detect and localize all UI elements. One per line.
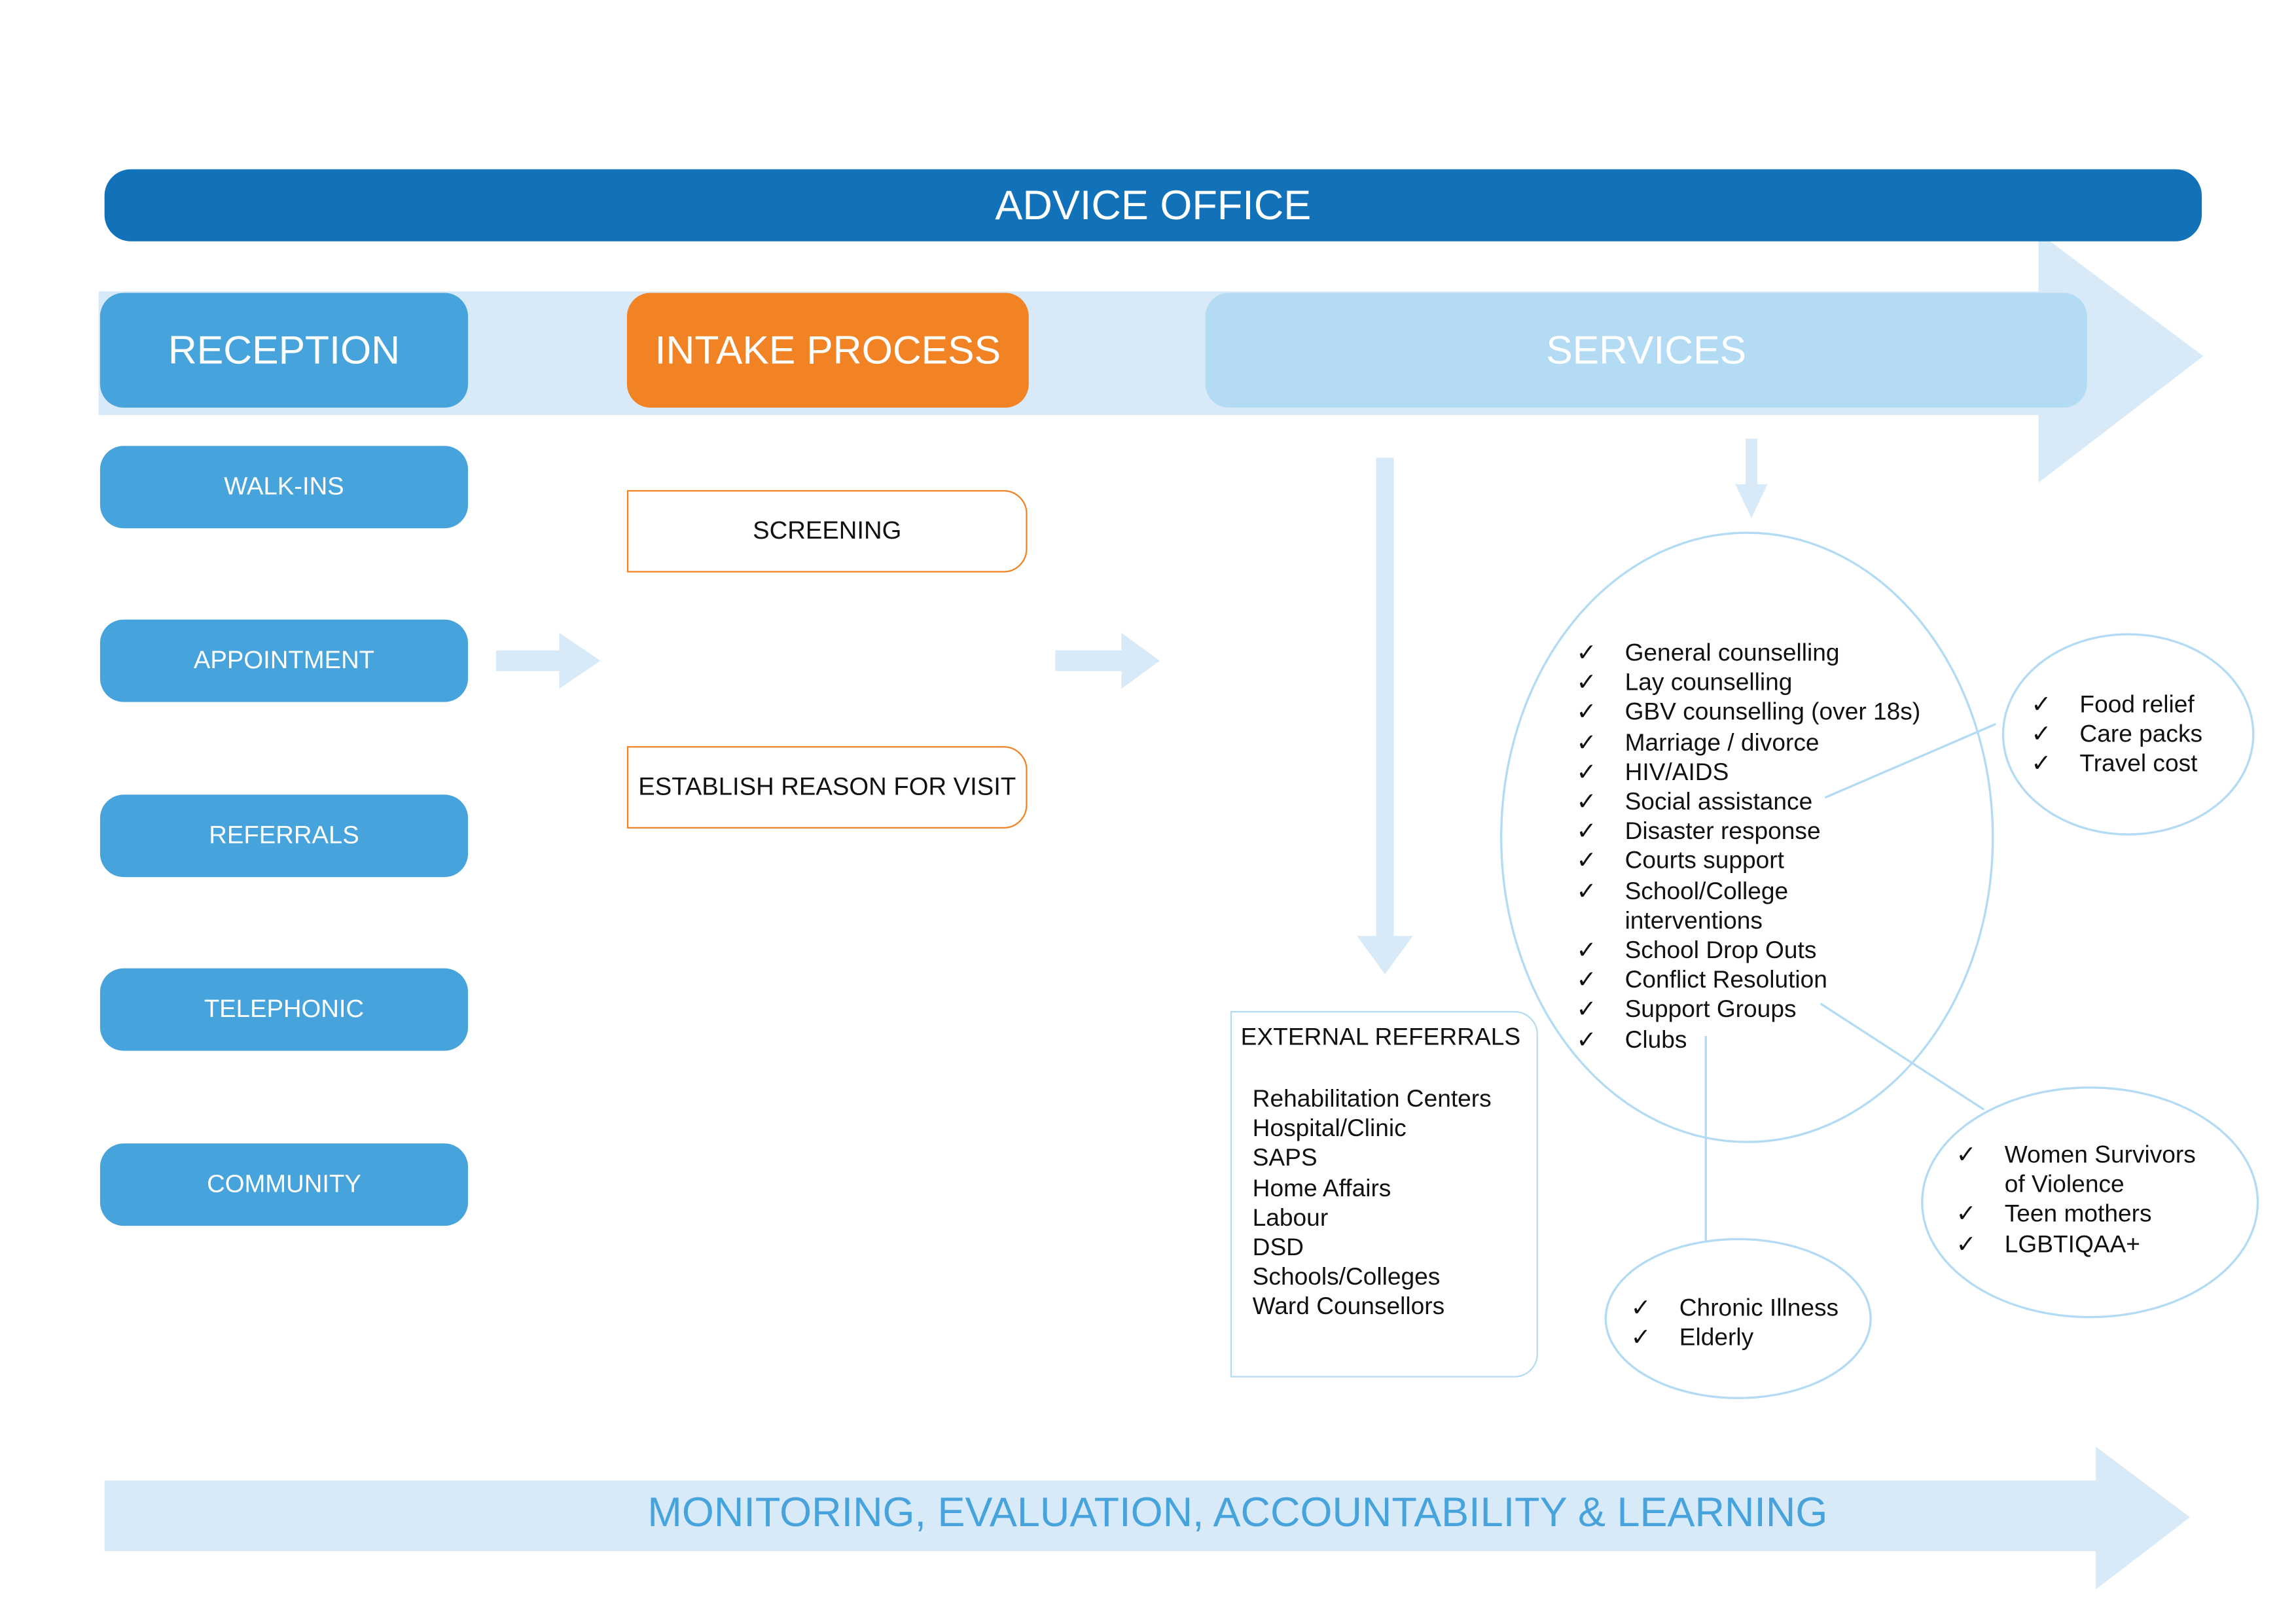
list-item: ✓Care packs — [2031, 720, 2202, 749]
clubs-list: ✓Chronic Illness ✓Elderly — [1631, 1294, 1839, 1353]
service-item: ✓Disaster response — [1576, 817, 1920, 847]
check-icon: ✓ — [1576, 878, 1597, 905]
source-telephonic[interactable]: TELEPHONIC — [99, 968, 469, 1051]
service-item: ✓Social assistance — [1576, 787, 1920, 817]
check-icon: ✓ — [1576, 700, 1597, 726]
check-icon: ✓ — [1576, 789, 1597, 815]
meal-title: MONITORING, EVALUATION, ACCOUNTABILITY &… — [647, 1489, 1828, 1535]
advice-office-header: ADVICE OFFICE — [104, 169, 2202, 241]
clubs-circle — [1604, 1238, 1872, 1399]
check-icon: ✓ — [1576, 758, 1597, 786]
advice-office-title: ADVICE OFFICE — [995, 181, 1312, 228]
check-icon: ✓ — [1576, 848, 1597, 875]
check-icon: ✓ — [1576, 640, 1597, 667]
intake-step-establish-reason[interactable]: ESTABLISH REASON FOR VISIT — [626, 746, 1028, 829]
referral-item: DSD — [1252, 1234, 1304, 1262]
referral-item: Hospital/Clinic — [1252, 1115, 1407, 1143]
stage-intake-label: INTAKE PROCESS — [655, 327, 1001, 372]
service-item: ✓Lay counselling — [1576, 668, 1920, 698]
external-referrals-list: Rehabilitation Centers Hospital/Clinic S… — [1253, 1084, 1492, 1322]
referral-item: Home Affairs — [1252, 1175, 1391, 1202]
list-item: ✓Travel cost — [2031, 750, 2202, 779]
stage-reception-label: RECEPTION — [168, 327, 401, 372]
stage-reception[interactable]: RECEPTION — [99, 293, 469, 408]
list-item: ✓Teen mothers — [1956, 1200, 2196, 1230]
check-icon: ✓ — [1576, 937, 1597, 964]
check-icon: ✓ — [1956, 1141, 1977, 1169]
referral-item: Labour — [1252, 1205, 1329, 1232]
reception-to-intake-arrow — [495, 632, 601, 689]
check-icon: ✓ — [1576, 818, 1597, 846]
services-ellipse — [1499, 531, 1994, 1143]
source-appointment[interactable]: APPOINTMENT — [99, 619, 469, 702]
service-item: ✓General counselling — [1576, 639, 1920, 668]
services-list: ✓General counselling ✓Lay counselling ✓G… — [1576, 639, 1920, 1055]
check-icon: ✓ — [1956, 1201, 1977, 1228]
source-label: COMMUNITY — [207, 1169, 361, 1198]
service-item: ✓HIV/AIDS — [1576, 758, 1920, 787]
service-item: ✓Courts support — [1576, 847, 1920, 876]
check-icon: ✓ — [2031, 721, 2052, 748]
connector-support-groups — [1820, 1003, 1985, 1111]
source-referrals[interactable]: REFERRALS — [99, 794, 469, 878]
service-item: ✓Conflict Resolution — [1576, 966, 1920, 995]
connector-social-assistance — [1824, 722, 1996, 799]
service-item: ✓School/College — [1576, 876, 1920, 906]
meal-arrow — [104, 1446, 2191, 1590]
list-item: ✓Food relief — [2031, 690, 2202, 720]
list-item: ✓Elderly — [1631, 1323, 1839, 1353]
stage-intake-process[interactable]: INTAKE PROCESS — [626, 293, 1029, 408]
service-item: ✓Support Groups — [1576, 995, 1920, 1025]
source-walk-ins[interactable]: WALK-INS — [99, 446, 469, 529]
intake-to-services-arrow — [1055, 632, 1160, 689]
social-assistance-circle — [2001, 633, 2255, 836]
external-referrals-box — [1230, 1010, 1538, 1378]
list-item: ✓LGBTIQAA+ — [1956, 1230, 2196, 1259]
service-item: ✓Marriage / divorce — [1576, 728, 1920, 757]
list-item-continuation: of Violence — [2004, 1171, 2125, 1198]
list-item: ✓Chronic Illness — [1631, 1294, 1839, 1323]
source-label: REFERRALS — [209, 821, 359, 849]
source-community[interactable]: COMMUNITY — [99, 1143, 469, 1226]
check-icon: ✓ — [1576, 729, 1597, 756]
check-icon: ✓ — [2031, 691, 2052, 719]
support-groups-circle — [1921, 1086, 2259, 1319]
social-assistance-list: ✓Food relief ✓Care packs ✓Travel cost — [2031, 690, 2202, 779]
intake-step-label: SCREENING — [753, 516, 902, 545]
source-label: APPOINTMENT — [193, 646, 375, 674]
service-item: ✓GBV counselling (over 18s) — [1576, 698, 1920, 728]
referral-item: Schools/Colleges — [1252, 1264, 1441, 1291]
check-icon: ✓ — [1576, 669, 1597, 697]
check-icon: ✓ — [1576, 967, 1597, 994]
intake-step-screening[interactable]: SCREENING — [626, 490, 1028, 573]
check-icon: ✓ — [1576, 1026, 1597, 1054]
stage-services[interactable]: SERVICES — [1205, 293, 2087, 408]
referral-item: Ward Counsellors — [1252, 1294, 1445, 1321]
check-icon: ✓ — [1630, 1325, 1651, 1351]
stage-services-label: SERVICES — [1546, 327, 1747, 372]
source-label: TELEPHONIC — [204, 995, 365, 1023]
service-item: ✓School Drop Outs — [1576, 936, 1920, 965]
list-item: ✓Women Survivors — [1956, 1141, 2196, 1170]
support-groups-list: ✓Women Survivors of Violence ✓Teen mothe… — [1956, 1141, 2196, 1260]
referral-item: SAPS — [1252, 1145, 1318, 1172]
referral-item: Rehabilitation Centers — [1252, 1086, 1492, 1113]
down-arrow-services — [1735, 438, 1768, 518]
service-item-continuation: interventions — [1624, 908, 1763, 935]
source-label: WALK-INS — [224, 472, 344, 501]
check-icon: ✓ — [1630, 1294, 1651, 1322]
service-item: ✓Clubs — [1576, 1026, 1920, 1055]
intake-step-label: ESTABLISH REASON FOR VISIT — [638, 772, 1016, 801]
check-icon: ✓ — [1956, 1231, 1977, 1258]
check-icon: ✓ — [1576, 997, 1597, 1024]
check-icon: ✓ — [2031, 751, 2052, 778]
down-arrow-external-referrals — [1357, 457, 1413, 974]
external-referrals-title: EXTERNAL REFERRALS — [1240, 1024, 1521, 1051]
